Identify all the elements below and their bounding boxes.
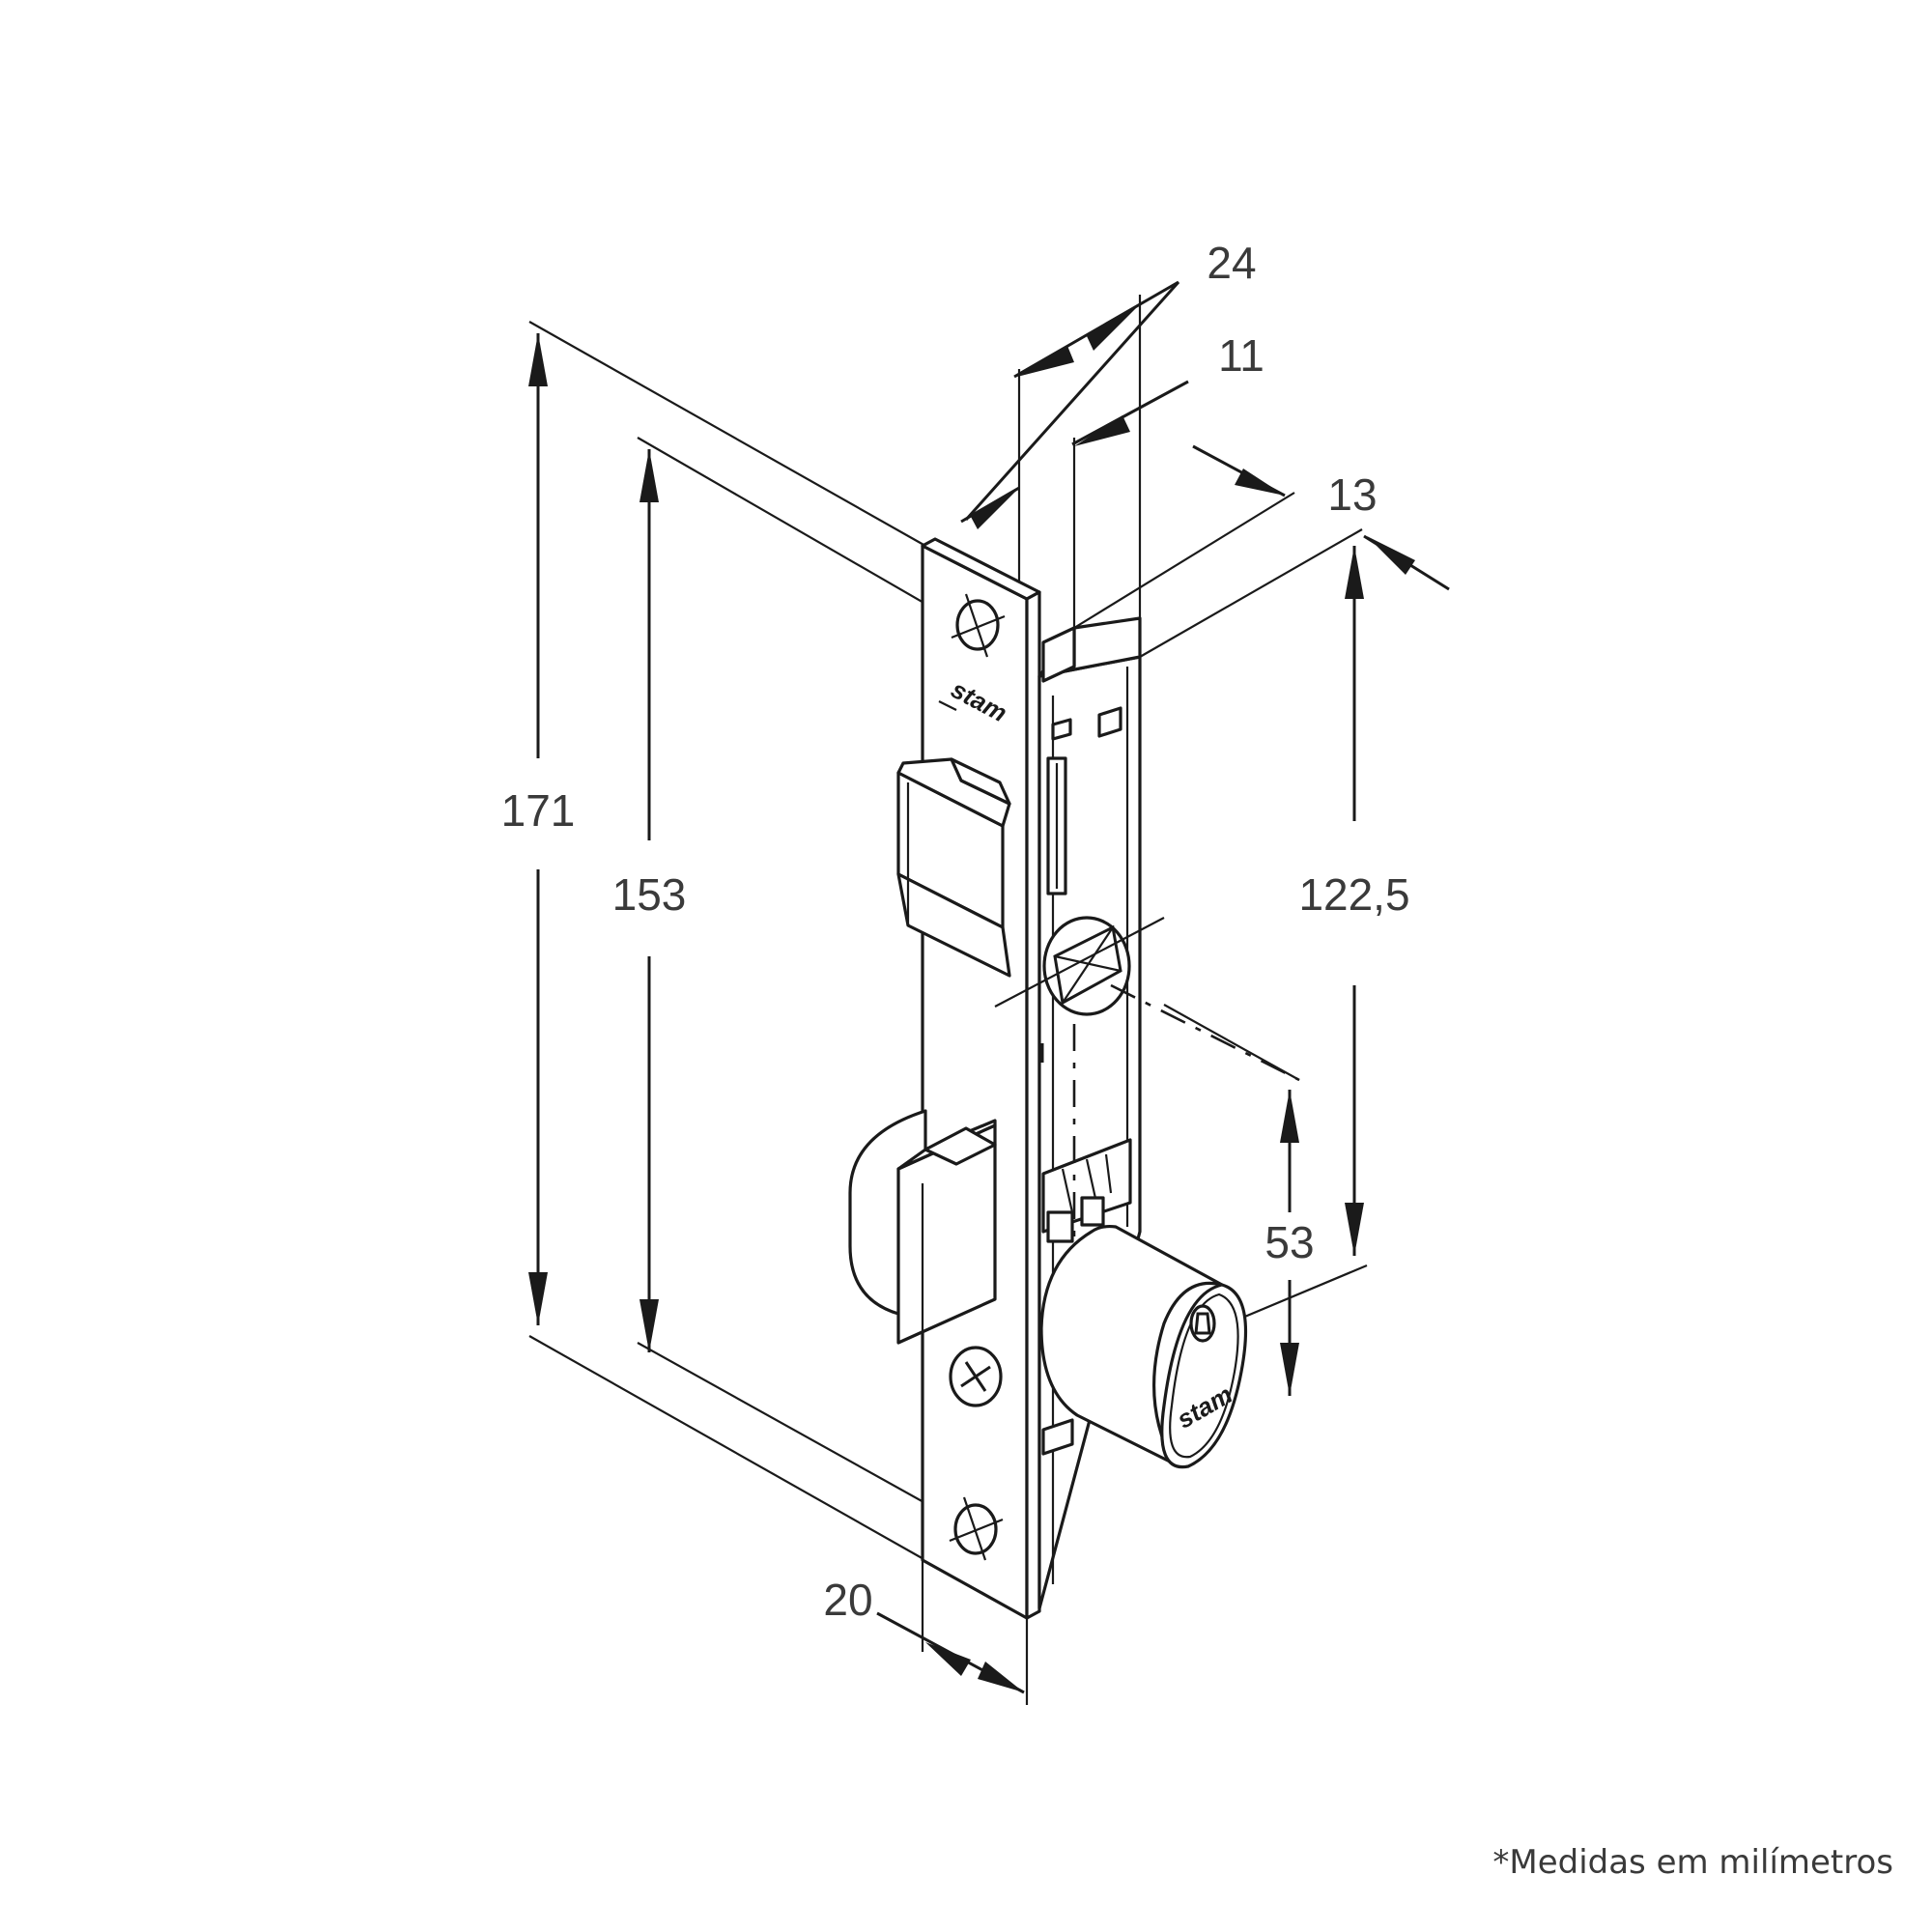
units-footnote: *Medidas em milímetros [1492, 1843, 1893, 1882]
dimension-13 [1192, 444, 1286, 497]
dimension-20 [876, 1611, 1025, 1694]
dimension-label-24: 24 [1207, 238, 1256, 288]
dimension-label-20: 20 [823, 1575, 872, 1625]
dimension-label-13: 13 [1327, 469, 1377, 520]
dimension-label-153: 153 [612, 869, 687, 920]
follower-hub [994, 916, 1165, 1016]
slotted-screw-hole-icon [951, 593, 1006, 658]
dimension-171 [528, 333, 548, 1325]
dimension-153 [639, 449, 659, 1352]
dimension-label-122-5: 122,5 [1298, 869, 1409, 920]
key-cylinder [1039, 1224, 1248, 1469]
dimension-53 [1280, 1090, 1299, 1396]
keyhole-icon [1189, 1304, 1216, 1343]
dimension-label-53: 53 [1264, 1217, 1314, 1267]
phillips-screw-icon [949, 1346, 1003, 1407]
center-line [1110, 983, 1300, 1082]
dimension-label-171: 171 [501, 785, 576, 836]
lock-body [1037, 616, 1142, 1610]
dimension-122-5 [1345, 534, 1450, 1256]
dimension-label-11: 11 [1218, 330, 1264, 381]
slotted-screw-hole-icon [949, 1496, 1004, 1561]
dimension-11 [960, 380, 1189, 529]
dimension-24 [964, 280, 1180, 521]
latch-bolt [896, 757, 1011, 978]
dead-bolt [848, 1109, 997, 1345]
